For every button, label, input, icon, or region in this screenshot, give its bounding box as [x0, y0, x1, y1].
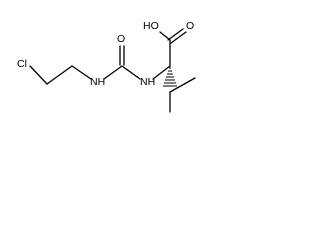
urea-oxygen-label: O	[117, 33, 125, 45]
hydroxyl-label: HO	[143, 20, 159, 32]
bond-c1-c2	[46, 65, 73, 85]
bond-c5-o-b	[170, 31, 187, 44]
acid-oxygen-label: O	[186, 20, 194, 32]
chlorine-label: Cl	[17, 58, 27, 70]
chemical-structure: Cl NH O NH HO O	[0, 0, 227, 121]
bond-cl-c1	[29, 65, 48, 85]
hashed-wedge-ca-cb	[163, 67, 177, 87]
bond-c2-n1	[71, 65, 92, 80]
bond-c5-o-a	[167, 28, 184, 41]
bond-c3-n2	[121, 65, 141, 80]
bond-n2-ca	[152, 65, 171, 80]
amide-nh-left-label: NH	[90, 76, 105, 88]
bond-cb-me1	[169, 77, 196, 93]
bonds	[29, 28, 196, 113]
structure-canvas: Cl NH O NH HO O	[17, 20, 196, 113]
amide-nh-right-label: NH	[140, 76, 155, 88]
atom-labels: Cl NH O NH HO O	[17, 20, 194, 88]
bond-n1-c3	[103, 65, 123, 80]
bond-c5-oh	[159, 31, 171, 41]
